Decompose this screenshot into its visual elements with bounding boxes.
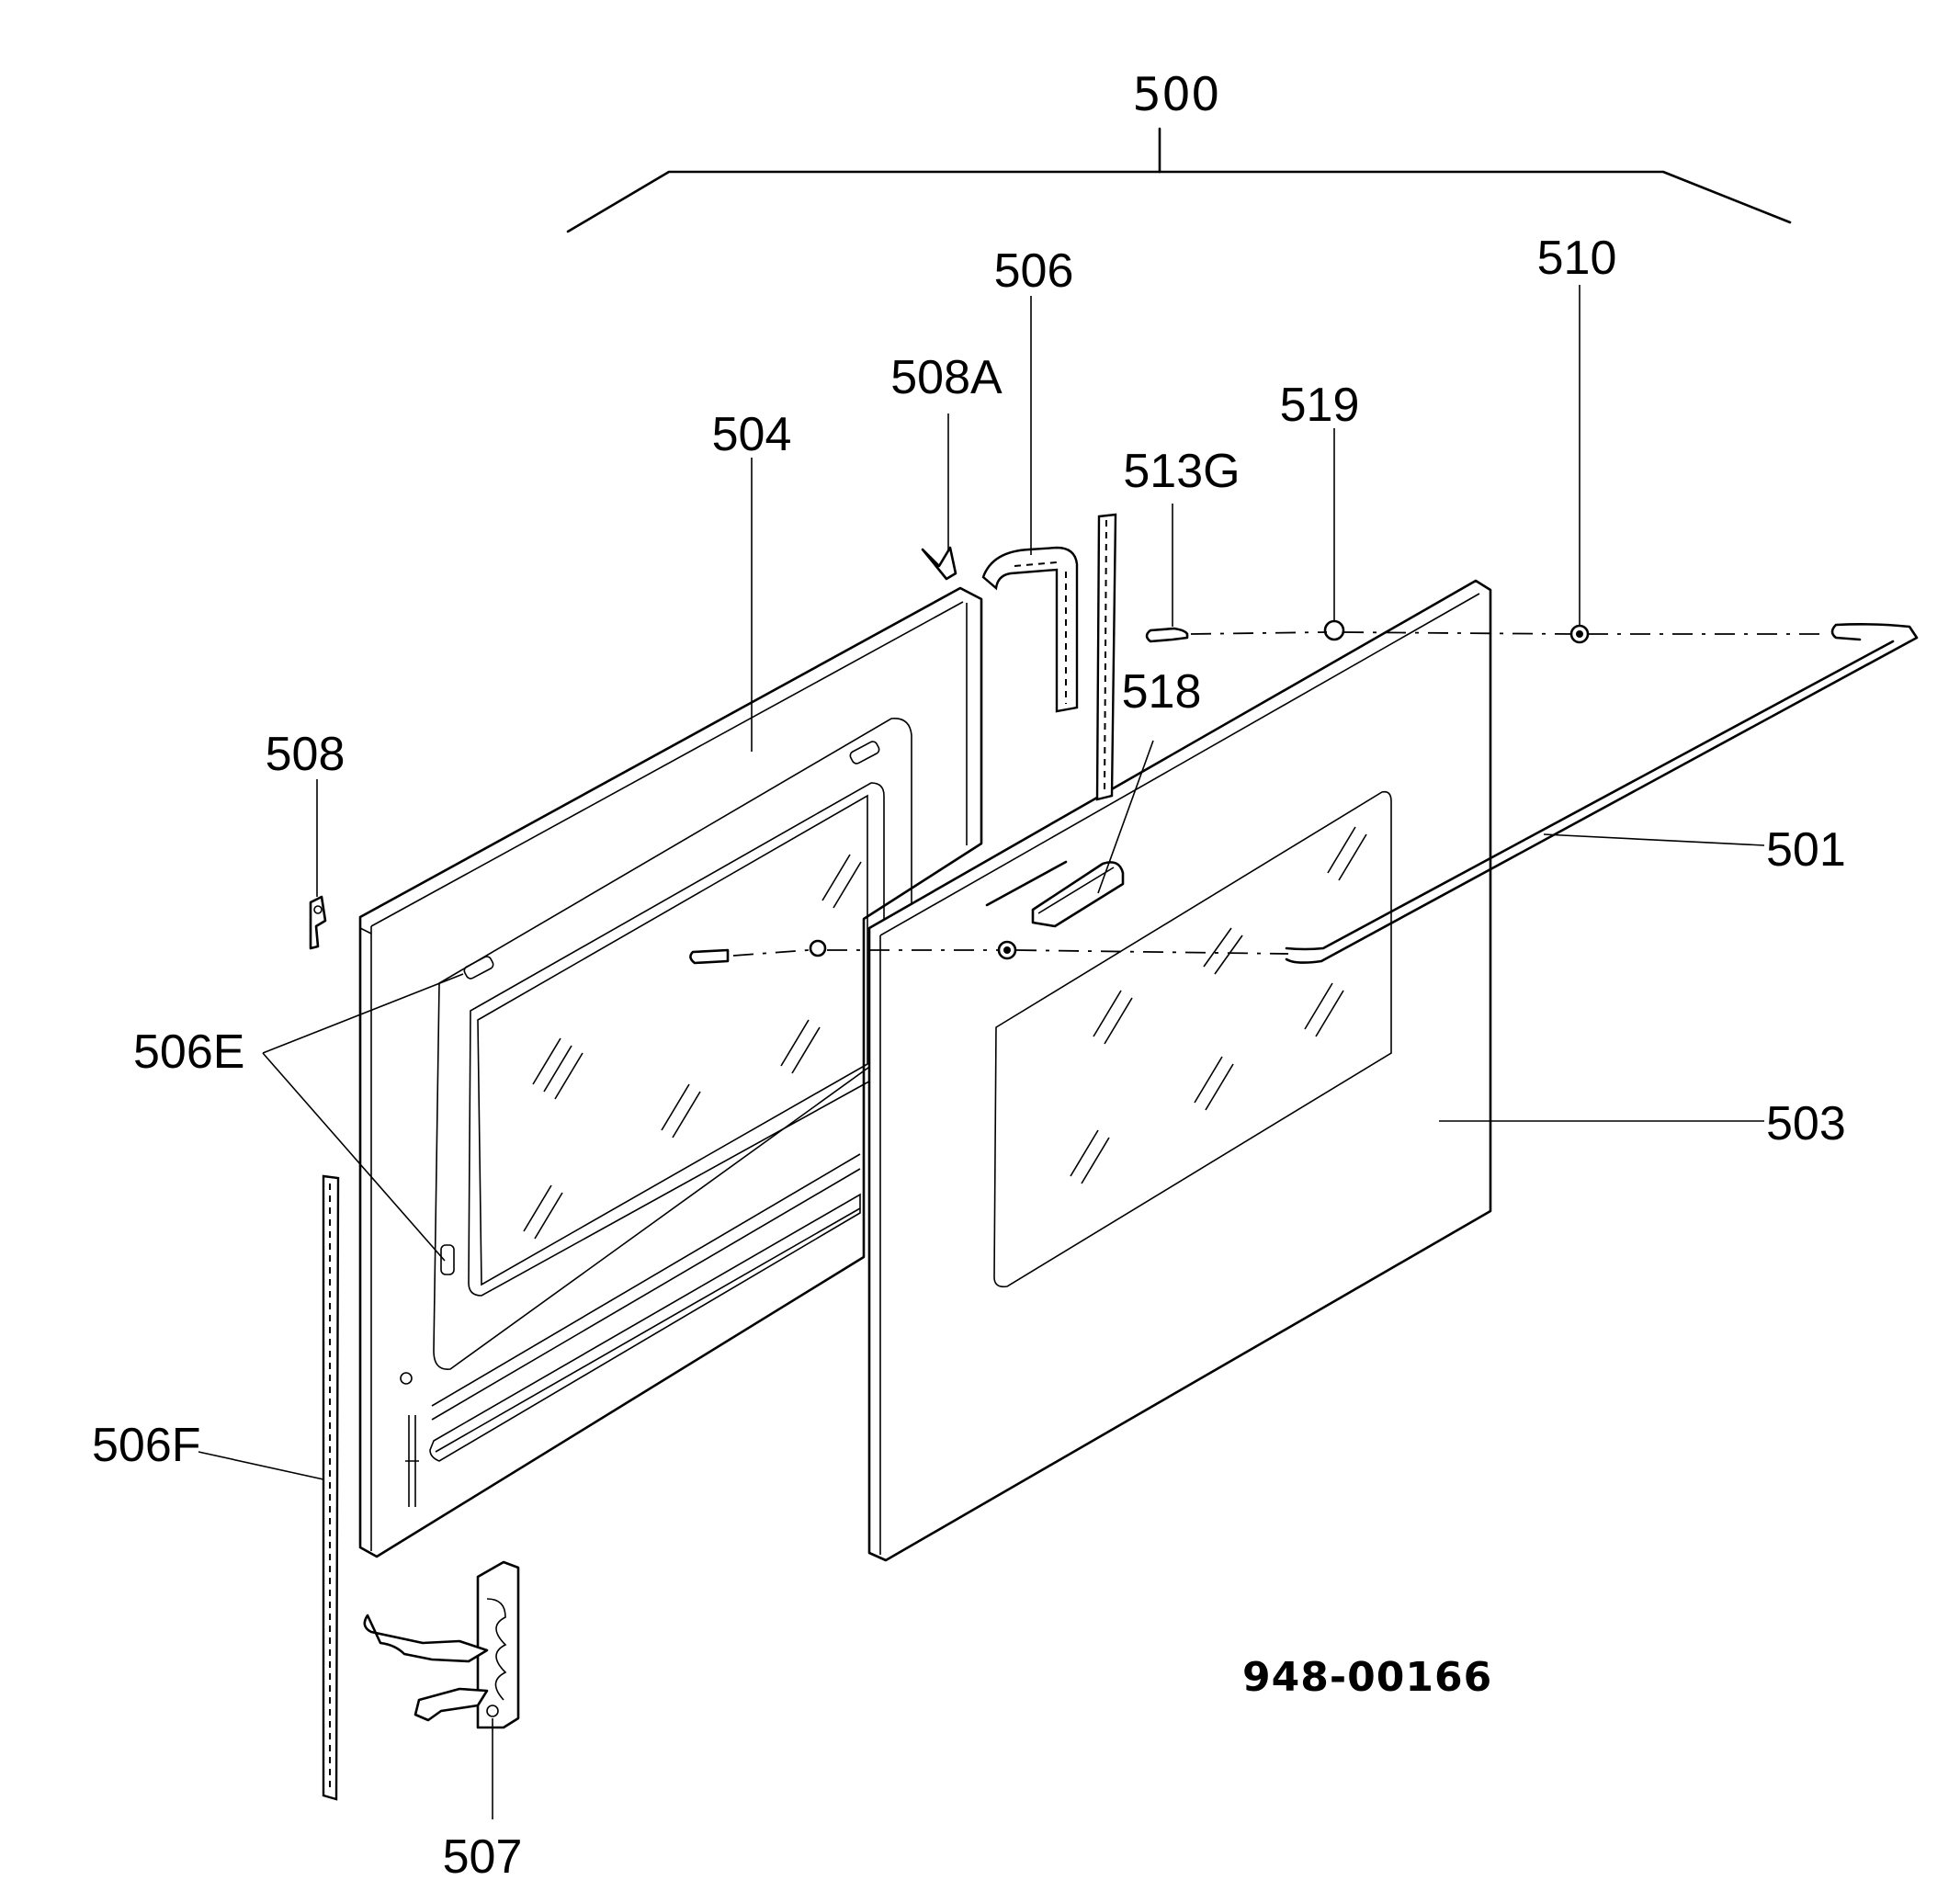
label-506: 506 (994, 244, 1074, 298)
label-519: 519 (1280, 379, 1360, 432)
label-508A: 508A (890, 351, 1003, 404)
label-504: 504 (712, 408, 792, 461)
label-510: 510 (1537, 232, 1617, 285)
label-508: 508 (266, 728, 346, 781)
label-506E: 506E (133, 1025, 244, 1079)
outer-door-panel (867, 579, 1492, 1562)
small-fittings (309, 546, 1590, 965)
assembly-bracket (566, 127, 1792, 233)
door-hinge (363, 1560, 520, 1729)
drawing-code: 948-00166 (1242, 1654, 1492, 1701)
label-507: 507 (443, 1830, 523, 1884)
label-506F: 506F (92, 1419, 201, 1472)
label-501: 501 (1766, 823, 1846, 877)
inner-door-panel (358, 586, 983, 1558)
label-500: 500 (1132, 68, 1219, 121)
door-handle-rod (1285, 623, 1919, 964)
assembly-axis-lines (732, 631, 1829, 957)
door-seal-side (322, 1174, 340, 1801)
label-513G: 513G (1123, 445, 1240, 498)
door-seal-top (981, 513, 1117, 801)
label-518: 518 (1122, 665, 1202, 719)
label-503: 503 (1766, 1097, 1846, 1150)
leader-lines (198, 285, 1765, 1819)
handle-clip (1031, 861, 1125, 928)
callout-labels: 500 501 503 504 506 506E 506F 507 508 50… (92, 68, 1846, 1884)
